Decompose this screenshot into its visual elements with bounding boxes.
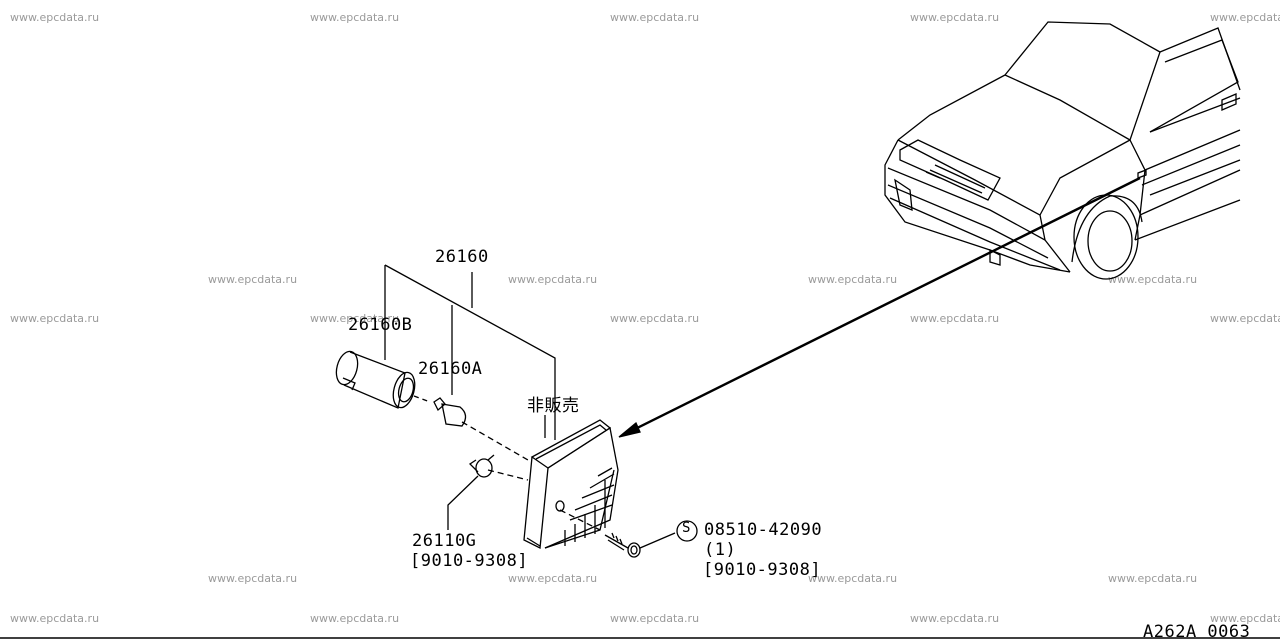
location-arrow (618, 176, 1141, 438)
watermark: www.epcdata.ru (208, 273, 298, 286)
watermark: www.epcdata.ru (310, 11, 400, 24)
screw-date-range: [9010-9308] (703, 560, 822, 580)
diagram-id: A262A 0063 (1143, 622, 1251, 640)
watermark: www.epcdata.ru (610, 312, 700, 325)
screw-part (604, 520, 698, 558)
watermark: www.epcdata.ru (310, 312, 400, 325)
watermark: www.epcdata.ru (10, 11, 100, 24)
lamp-housing (523, 419, 619, 550)
not-sold-label: 非販売 (527, 396, 580, 416)
screw-symbol-circle (676, 520, 698, 542)
watermark: www.epcdata.ru (208, 572, 298, 585)
watermark: www.epcdata.ru (1210, 11, 1280, 24)
bulb-part (413, 395, 467, 427)
watermark: www.epcdata.ru (1210, 312, 1280, 325)
clip-part (468, 454, 495, 478)
part-label-26110g[interactable]: 26110G (412, 531, 477, 551)
part-label-08510-42090[interactable]: 08510-42090 (704, 520, 823, 540)
watermark: www.epcdata.ru (1108, 273, 1198, 286)
socket-part (335, 350, 416, 409)
watermark: www.epcdata.ru (610, 11, 700, 24)
part-label-26160a[interactable]: 26160A (418, 359, 483, 379)
watermark: www.epcdata.ru (910, 312, 1000, 325)
watermark: www.epcdata.ru (808, 572, 898, 585)
watermark: www.epcdata.ru (10, 312, 100, 325)
car-illustration (884, 21, 1241, 280)
watermark: www.epcdata.ru (610, 612, 700, 625)
part-label-26160b[interactable]: 26160B (348, 315, 413, 335)
watermark: www.epcdata.ru (808, 273, 898, 286)
screw-quantity: (1) (704, 540, 737, 560)
part-label-26160[interactable]: 26160 (435, 247, 489, 267)
watermark: www.epcdata.ru (910, 612, 1000, 625)
watermark: www.epcdata.ru (310, 612, 400, 625)
watermark: www.epcdata.ru (508, 572, 598, 585)
watermark: www.epcdata.ru (1210, 612, 1280, 625)
watermark: www.epcdata.ru (910, 11, 1000, 24)
screw-symbol: S (682, 520, 691, 536)
callout-lines (384, 264, 676, 549)
assembly-guides (461, 421, 601, 531)
clip-date-range: [9010-9308] (410, 551, 529, 571)
watermark: www.epcdata.ru (10, 612, 100, 625)
watermark: www.epcdata.ru (1108, 572, 1198, 585)
watermark: www.epcdata.ru (508, 273, 598, 286)
